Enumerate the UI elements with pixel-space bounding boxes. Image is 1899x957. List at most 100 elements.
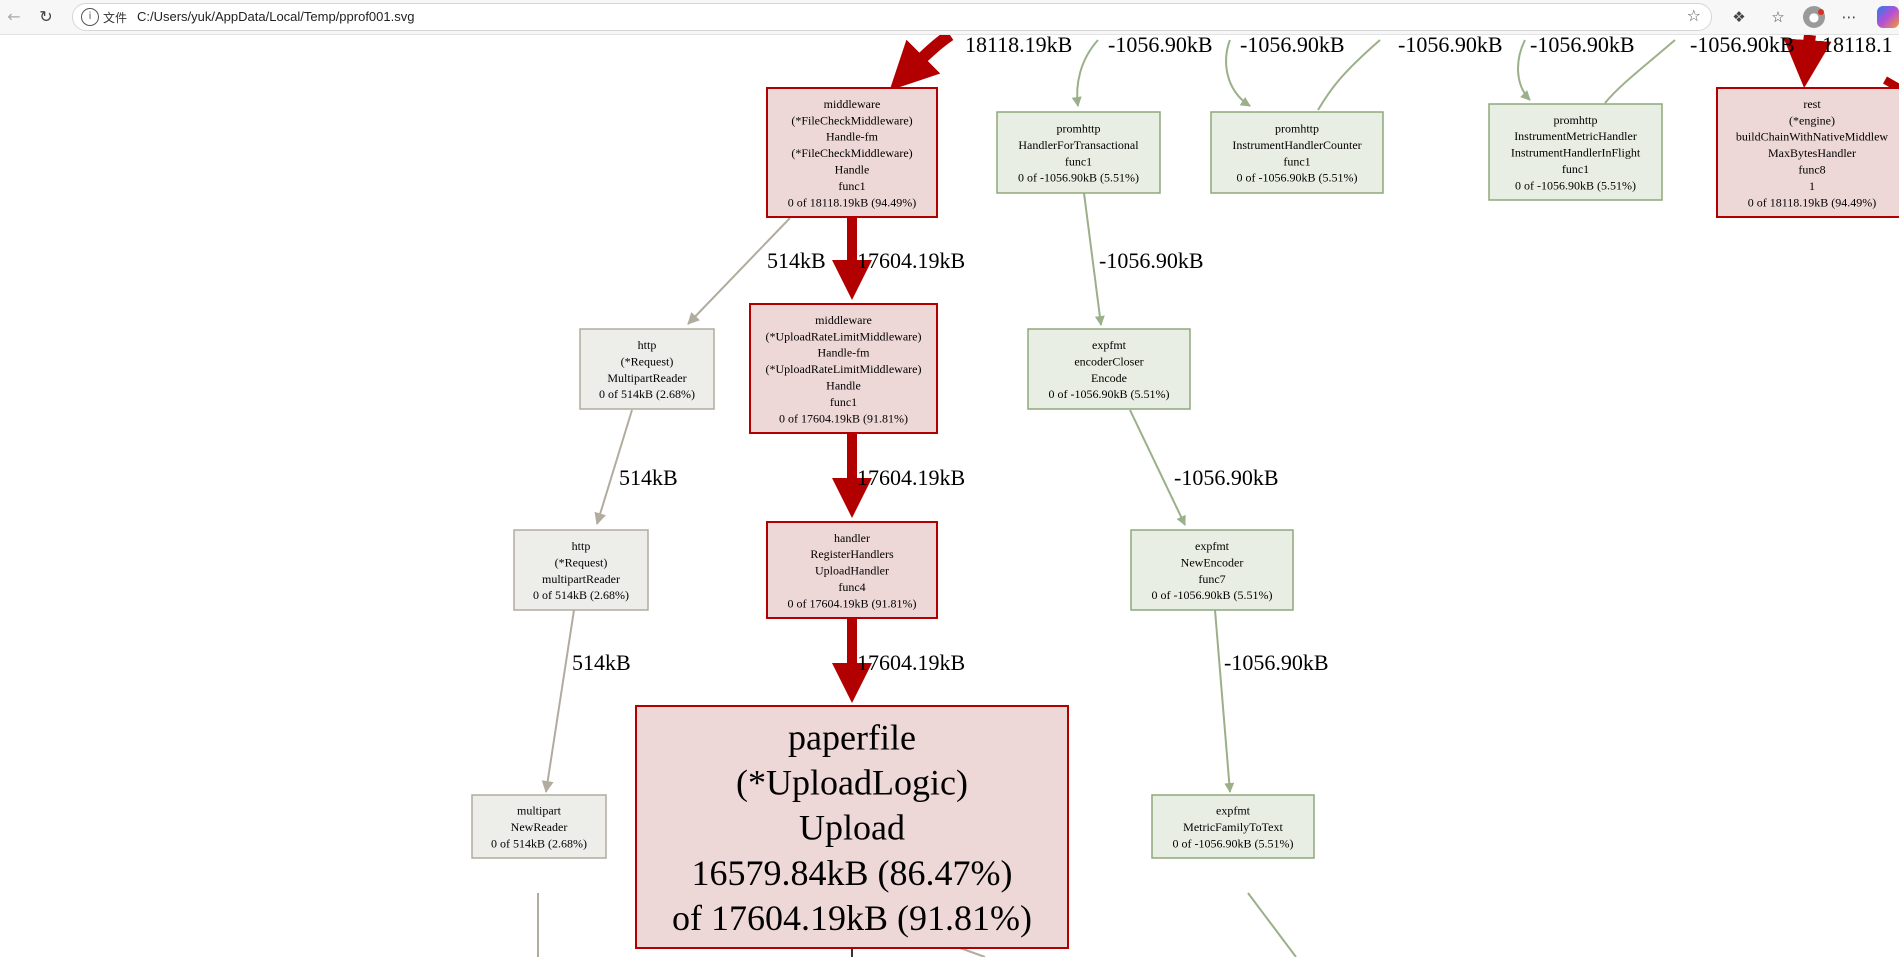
node-label-line: rest bbox=[1803, 97, 1821, 111]
node-label-line: 0 of -1056.90kB (5.51%) bbox=[1173, 836, 1294, 850]
node-label-line: paperfile bbox=[788, 717, 916, 757]
top-edge-label: -1056.90kB bbox=[1530, 35, 1635, 57]
node-box bbox=[766, 87, 938, 218]
node-label-line: http bbox=[572, 539, 591, 553]
edge-out-rest bbox=[1883, 76, 1899, 92]
node-upload[interactable]: paperfile(*UploadLogic)Upload16579.84kB … bbox=[635, 705, 1069, 949]
node-label-line: Handle-fm bbox=[818, 346, 871, 360]
address-bar[interactable]: i 文件 C:/Users/yuk/AppData/Local/Temp/ppr… bbox=[72, 3, 1712, 31]
edge-label: 514kB bbox=[619, 465, 678, 490]
node-label-line: NewReader bbox=[511, 820, 568, 834]
node-box bbox=[766, 521, 938, 619]
node-label-line: func4 bbox=[838, 580, 865, 594]
node-promflight[interactable]: promhttpInstrumentMetricHandlerInstrumen… bbox=[1488, 103, 1663, 201]
pprof-call-graph[interactable]: 18118.19kB -1056.90kB -1056.90kB -1056.9… bbox=[0, 35, 1899, 957]
node-label-line: NewEncoder bbox=[1181, 555, 1244, 569]
node-handler[interactable]: handlerRegisterHandlersUploadHandlerfunc… bbox=[766, 521, 938, 619]
top-edge-label: -1056.90kB bbox=[1108, 35, 1213, 57]
back-icon[interactable]: ← bbox=[7, 7, 21, 26]
edge-label: -1056.90kB bbox=[1224, 650, 1329, 675]
node-label-line: 16579.84kB (86.47%) bbox=[692, 853, 1013, 893]
node-box bbox=[1151, 794, 1315, 859]
node-label-line: (*UploadLogic) bbox=[736, 762, 968, 802]
node-label-line: multipartReader bbox=[542, 572, 620, 586]
edge-into-rest bbox=[1783, 35, 1832, 88]
more-icon[interactable]: ⋯ bbox=[1841, 8, 1857, 26]
node-label-line: 0 of 18118.19kB (94.49%) bbox=[788, 195, 917, 209]
node-box bbox=[1210, 111, 1384, 194]
node-label-line: middleware bbox=[824, 97, 881, 111]
url-text[interactable]: C:/Users/yuk/AppData/Local/Temp/pprof001… bbox=[137, 9, 415, 24]
node-label-line: func1 bbox=[1283, 154, 1310, 168]
favorites-list-icon[interactable]: ☆ bbox=[1771, 8, 1785, 26]
node-label-line: (*UploadRateLimitMiddleware) bbox=[766, 329, 922, 343]
reload-icon[interactable]: ↻ bbox=[39, 7, 53, 26]
top-edge-label: -1056.90kB bbox=[1240, 35, 1345, 57]
node-label-line: InstrumentMetricHandler bbox=[1514, 129, 1637, 143]
node-label-line: (*FileCheckMiddleware) bbox=[791, 146, 912, 160]
node-label-line: buildChainWithNativeMiddlew bbox=[1736, 130, 1888, 144]
edge-out-promctr bbox=[1317, 39, 1381, 111]
node-label-line: encoderCloser bbox=[1074, 354, 1143, 368]
top-edge-label: 18118.1 bbox=[1822, 35, 1893, 57]
avatar-icon[interactable]: ● bbox=[1803, 6, 1825, 28]
node-label-line: Encode bbox=[1091, 371, 1127, 385]
node-label-line: (*FileCheckMiddleware) bbox=[791, 113, 912, 127]
node-fcm[interactable]: middleware(*FileCheckMiddleware)Handle-f… bbox=[766, 87, 938, 218]
top-edge-label: -1056.90kB bbox=[1398, 35, 1503, 57]
graph-nodes: middleware (*FileCheckMiddleware) Handle-f… bbox=[471, 87, 1899, 949]
node-label-line: MultipartReader bbox=[607, 371, 686, 385]
browser-toolbar: ← ↻ i 文件 C:/Users/yuk/AppData/Local/Temp… bbox=[0, 0, 1899, 35]
top-edge-labels: 18118.19kB -1056.90kB -1056.90kB -1056.9… bbox=[965, 35, 1893, 57]
edge-labels: 514kB 17604.19kB -1056.90kB 514kB 17604.… bbox=[572, 248, 1329, 675]
node-label-line: 0 of 514kB (2.68%) bbox=[491, 836, 587, 850]
node-label-line: expfmt bbox=[1092, 338, 1127, 352]
edge-http-http2 bbox=[594, 409, 633, 525]
edge-label: 17604.19kB bbox=[857, 465, 965, 490]
node-label-line: MetricFamilyToText bbox=[1183, 820, 1283, 834]
node-label-line: InstrumentHandlerInFlight bbox=[1511, 146, 1641, 160]
edge-out-upload-2 bbox=[959, 947, 986, 957]
edge-into-fcm bbox=[889, 35, 954, 91]
edge-label: 17604.19kB bbox=[857, 650, 965, 675]
node-label-line: multipart bbox=[517, 804, 562, 818]
node-label-line: (*engine) bbox=[1789, 113, 1835, 127]
node-label-line: (*Request) bbox=[555, 555, 608, 569]
node-label-line: func8 bbox=[1798, 162, 1825, 176]
site-info-icon[interactable]: i bbox=[81, 8, 99, 26]
notification-dot bbox=[1818, 9, 1824, 15]
puzzle-icon[interactable]: ❖ bbox=[1732, 8, 1746, 26]
node-rest[interactable]: rest (*engine) buildChainWithNativeMiddlew… bbox=[1716, 87, 1899, 218]
node-label-line: (*UploadRateLimitMiddleware) bbox=[766, 362, 922, 376]
node-label-line: Handle bbox=[835, 162, 870, 176]
edge-fcm-http bbox=[687, 217, 791, 325]
node-label-line: handler bbox=[834, 531, 870, 545]
edge-out-mftt bbox=[1247, 892, 1297, 957]
node-label-line: func1 bbox=[830, 395, 857, 409]
node-label-line: InstrumentHandlerCounter bbox=[1232, 138, 1361, 152]
edge-into-promtx bbox=[1071, 39, 1099, 107]
scheme-label: 文件 bbox=[103, 11, 128, 25]
node-label-line: Handle bbox=[826, 378, 861, 392]
star-icon[interactable]: ☆ bbox=[1686, 6, 1701, 25]
copilot-icon[interactable] bbox=[1877, 6, 1899, 28]
node-box bbox=[996, 111, 1161, 194]
node-label-line: of 17604.19kB (91.81%) bbox=[672, 898, 1032, 938]
node-label-line: expfmt bbox=[1195, 539, 1230, 553]
edge-out-promflight bbox=[1604, 39, 1676, 104]
node-box bbox=[1027, 328, 1191, 410]
node-label-line: RegisterHandlers bbox=[810, 547, 894, 561]
edge-label: 514kB bbox=[572, 650, 631, 675]
node-urlm[interactable]: middleware (*UploadRateLimitMiddleware) Ha… bbox=[749, 303, 938, 434]
node-label-line: middleware bbox=[815, 313, 872, 327]
node-label-line: promhttp bbox=[1554, 113, 1598, 127]
edge-newenc-mftt bbox=[1214, 609, 1235, 793]
